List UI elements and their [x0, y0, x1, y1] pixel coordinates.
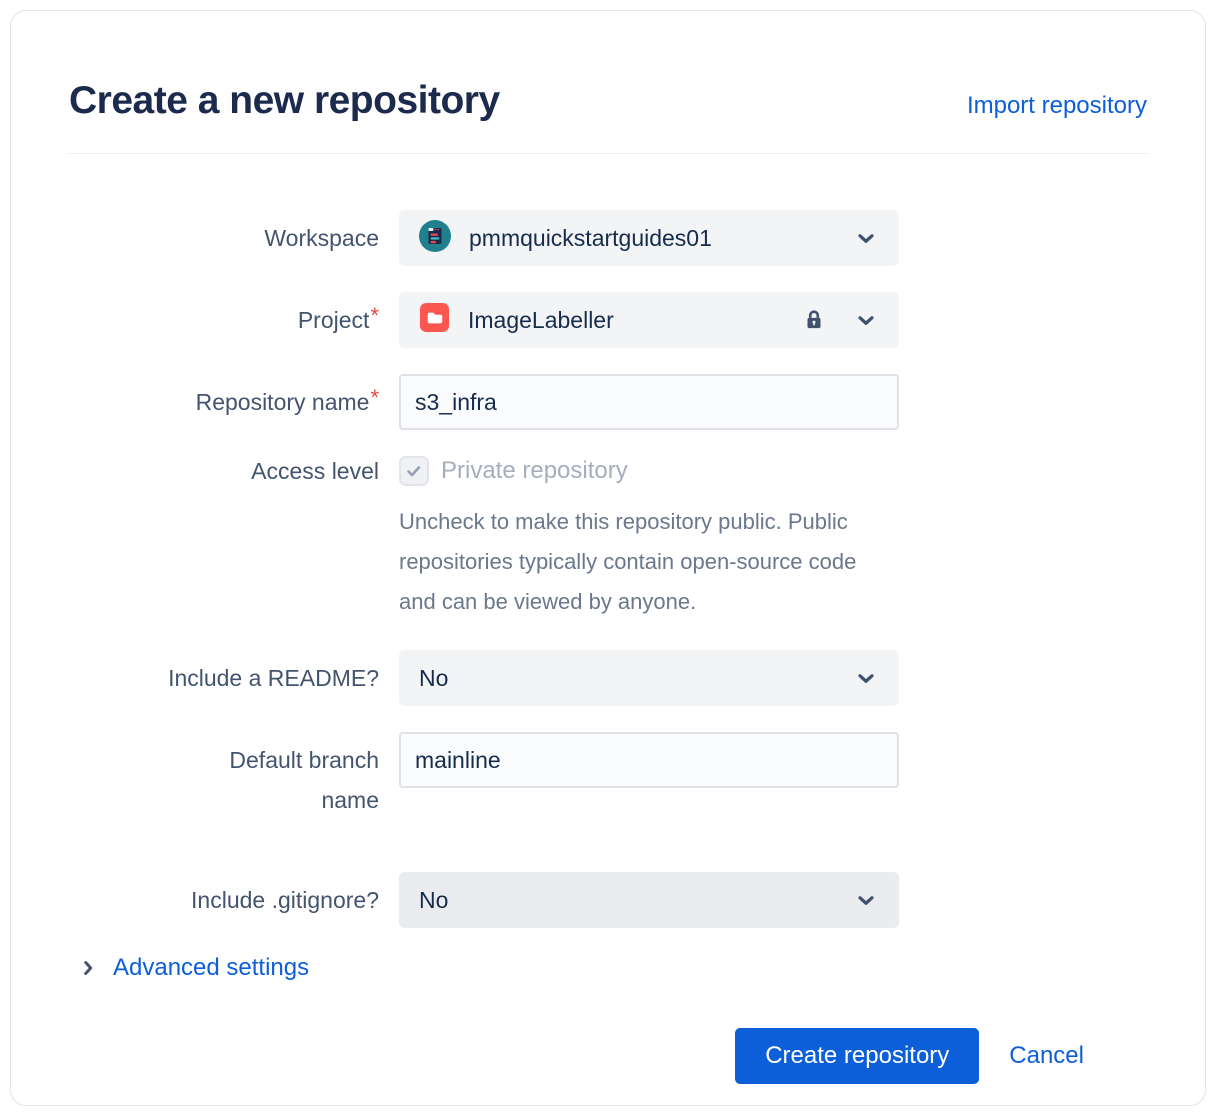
readme-value: No	[419, 664, 449, 691]
advanced-settings-label: Advanced settings	[113, 954, 310, 981]
chevron-down-icon	[853, 887, 879, 913]
readme-label: Include a README?	[168, 665, 379, 691]
gitignore-row: Include .gitignore? No	[69, 872, 1147, 928]
project-row: Project* ImageLabeller	[69, 292, 1147, 348]
required-marker: *	[370, 302, 379, 328]
header-divider	[69, 153, 1147, 154]
repository-name-row: Repository name*	[69, 374, 1147, 430]
project-label: Project	[297, 306, 370, 333]
chevron-down-icon	[853, 307, 879, 333]
lock-icon	[801, 307, 827, 333]
access-level-row: Access level Private repository	[69, 456, 1147, 486]
dialog-header: Create a new repository Import repositor…	[69, 79, 1147, 123]
advanced-settings-toggle[interactable]: Advanced settings	[77, 954, 309, 982]
access-level-help-text: Uncheck to make this repository public. …	[399, 509, 857, 614]
readme-select[interactable]: No	[399, 650, 899, 706]
dialog-footer: Create repository Cancel	[69, 1028, 1147, 1084]
repository-name-input[interactable]	[399, 374, 899, 430]
workspace-value: pmmquickstartguides01	[469, 224, 712, 251]
chevron-down-icon	[853, 225, 879, 251]
private-repository-checkbox[interactable]	[399, 456, 429, 486]
gitignore-select[interactable]: No	[399, 872, 899, 928]
create-repository-dialog: Create a new repository Import repositor…	[10, 10, 1206, 1106]
project-select[interactable]: ImageLabeller	[399, 292, 899, 348]
workspace-select[interactable]: pmmquickstartguides01	[399, 210, 899, 266]
gitignore-value: No	[419, 886, 449, 913]
required-marker: *	[370, 384, 379, 410]
default-branch-row: Default branch name	[69, 732, 1147, 820]
chevron-down-icon	[853, 665, 879, 691]
access-level-label: Access level	[251, 458, 379, 484]
page-title: Create a new repository	[69, 79, 500, 122]
private-repository-label: Private repository	[441, 457, 628, 484]
chevron-right-icon	[77, 957, 99, 979]
project-icon	[419, 302, 450, 338]
workspace-label: Workspace	[264, 225, 379, 251]
workspace-row: Workspace pmmquickstartguides01	[69, 210, 1147, 266]
access-level-help-row: Uncheck to make this repository public. …	[69, 502, 1147, 622]
create-repository-button[interactable]: Create repository	[735, 1028, 980, 1084]
import-repository-link[interactable]: Import repository	[966, 92, 1147, 119]
cancel-button[interactable]: Cancel	[1009, 1042, 1084, 1069]
readme-row: Include a README? No	[69, 650, 1147, 706]
default-branch-input[interactable]	[399, 732, 899, 788]
project-value: ImageLabeller	[468, 306, 614, 333]
gitignore-label: Include .gitignore?	[191, 887, 379, 913]
default-branch-label: Default branch name	[229, 747, 379, 813]
workspace-avatar-icon	[419, 219, 451, 257]
repository-name-label: Repository name	[195, 388, 370, 415]
